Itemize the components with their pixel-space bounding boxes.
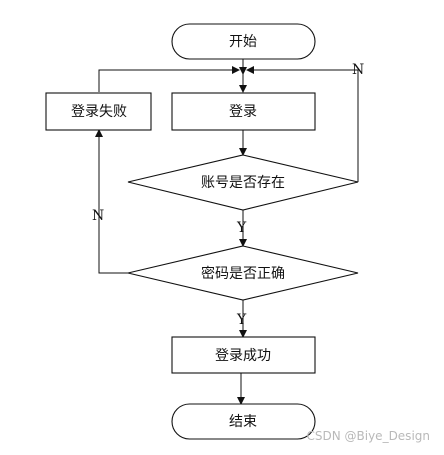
edge-failed-to-merge bbox=[98, 66, 240, 92]
start-label: 开始 bbox=[229, 34, 257, 50]
watermark: CSDN @Biye_Design bbox=[306, 429, 430, 443]
edge-success-to-end bbox=[237, 372, 245, 405]
login-success-box bbox=[171, 336, 316, 374]
edge-account-no-loop bbox=[246, 66, 359, 182]
password-correct-diamond bbox=[127, 245, 359, 301]
account-exists-diamond bbox=[127, 154, 359, 211]
login-failed-label: 登录失败 bbox=[71, 104, 127, 120]
login-failed-box bbox=[45, 92, 152, 131]
account-no-label: N bbox=[352, 62, 364, 78]
login-box bbox=[171, 92, 316, 131]
password-no-label: N bbox=[92, 208, 104, 224]
login-label: 登录 bbox=[229, 104, 257, 120]
end-terminal bbox=[171, 403, 316, 440]
login-success-label: 登录成功 bbox=[215, 348, 271, 364]
password-yes-label: Y bbox=[236, 312, 247, 328]
account-yes-label: Y bbox=[236, 220, 247, 236]
account-exists-label: 账号是否存在 bbox=[201, 175, 285, 191]
start-terminal bbox=[171, 23, 316, 60]
end-label: 结束 bbox=[229, 414, 257, 430]
password-correct-label: 密码是否正确 bbox=[201, 265, 285, 282]
edge-password-no bbox=[95, 129, 128, 274]
